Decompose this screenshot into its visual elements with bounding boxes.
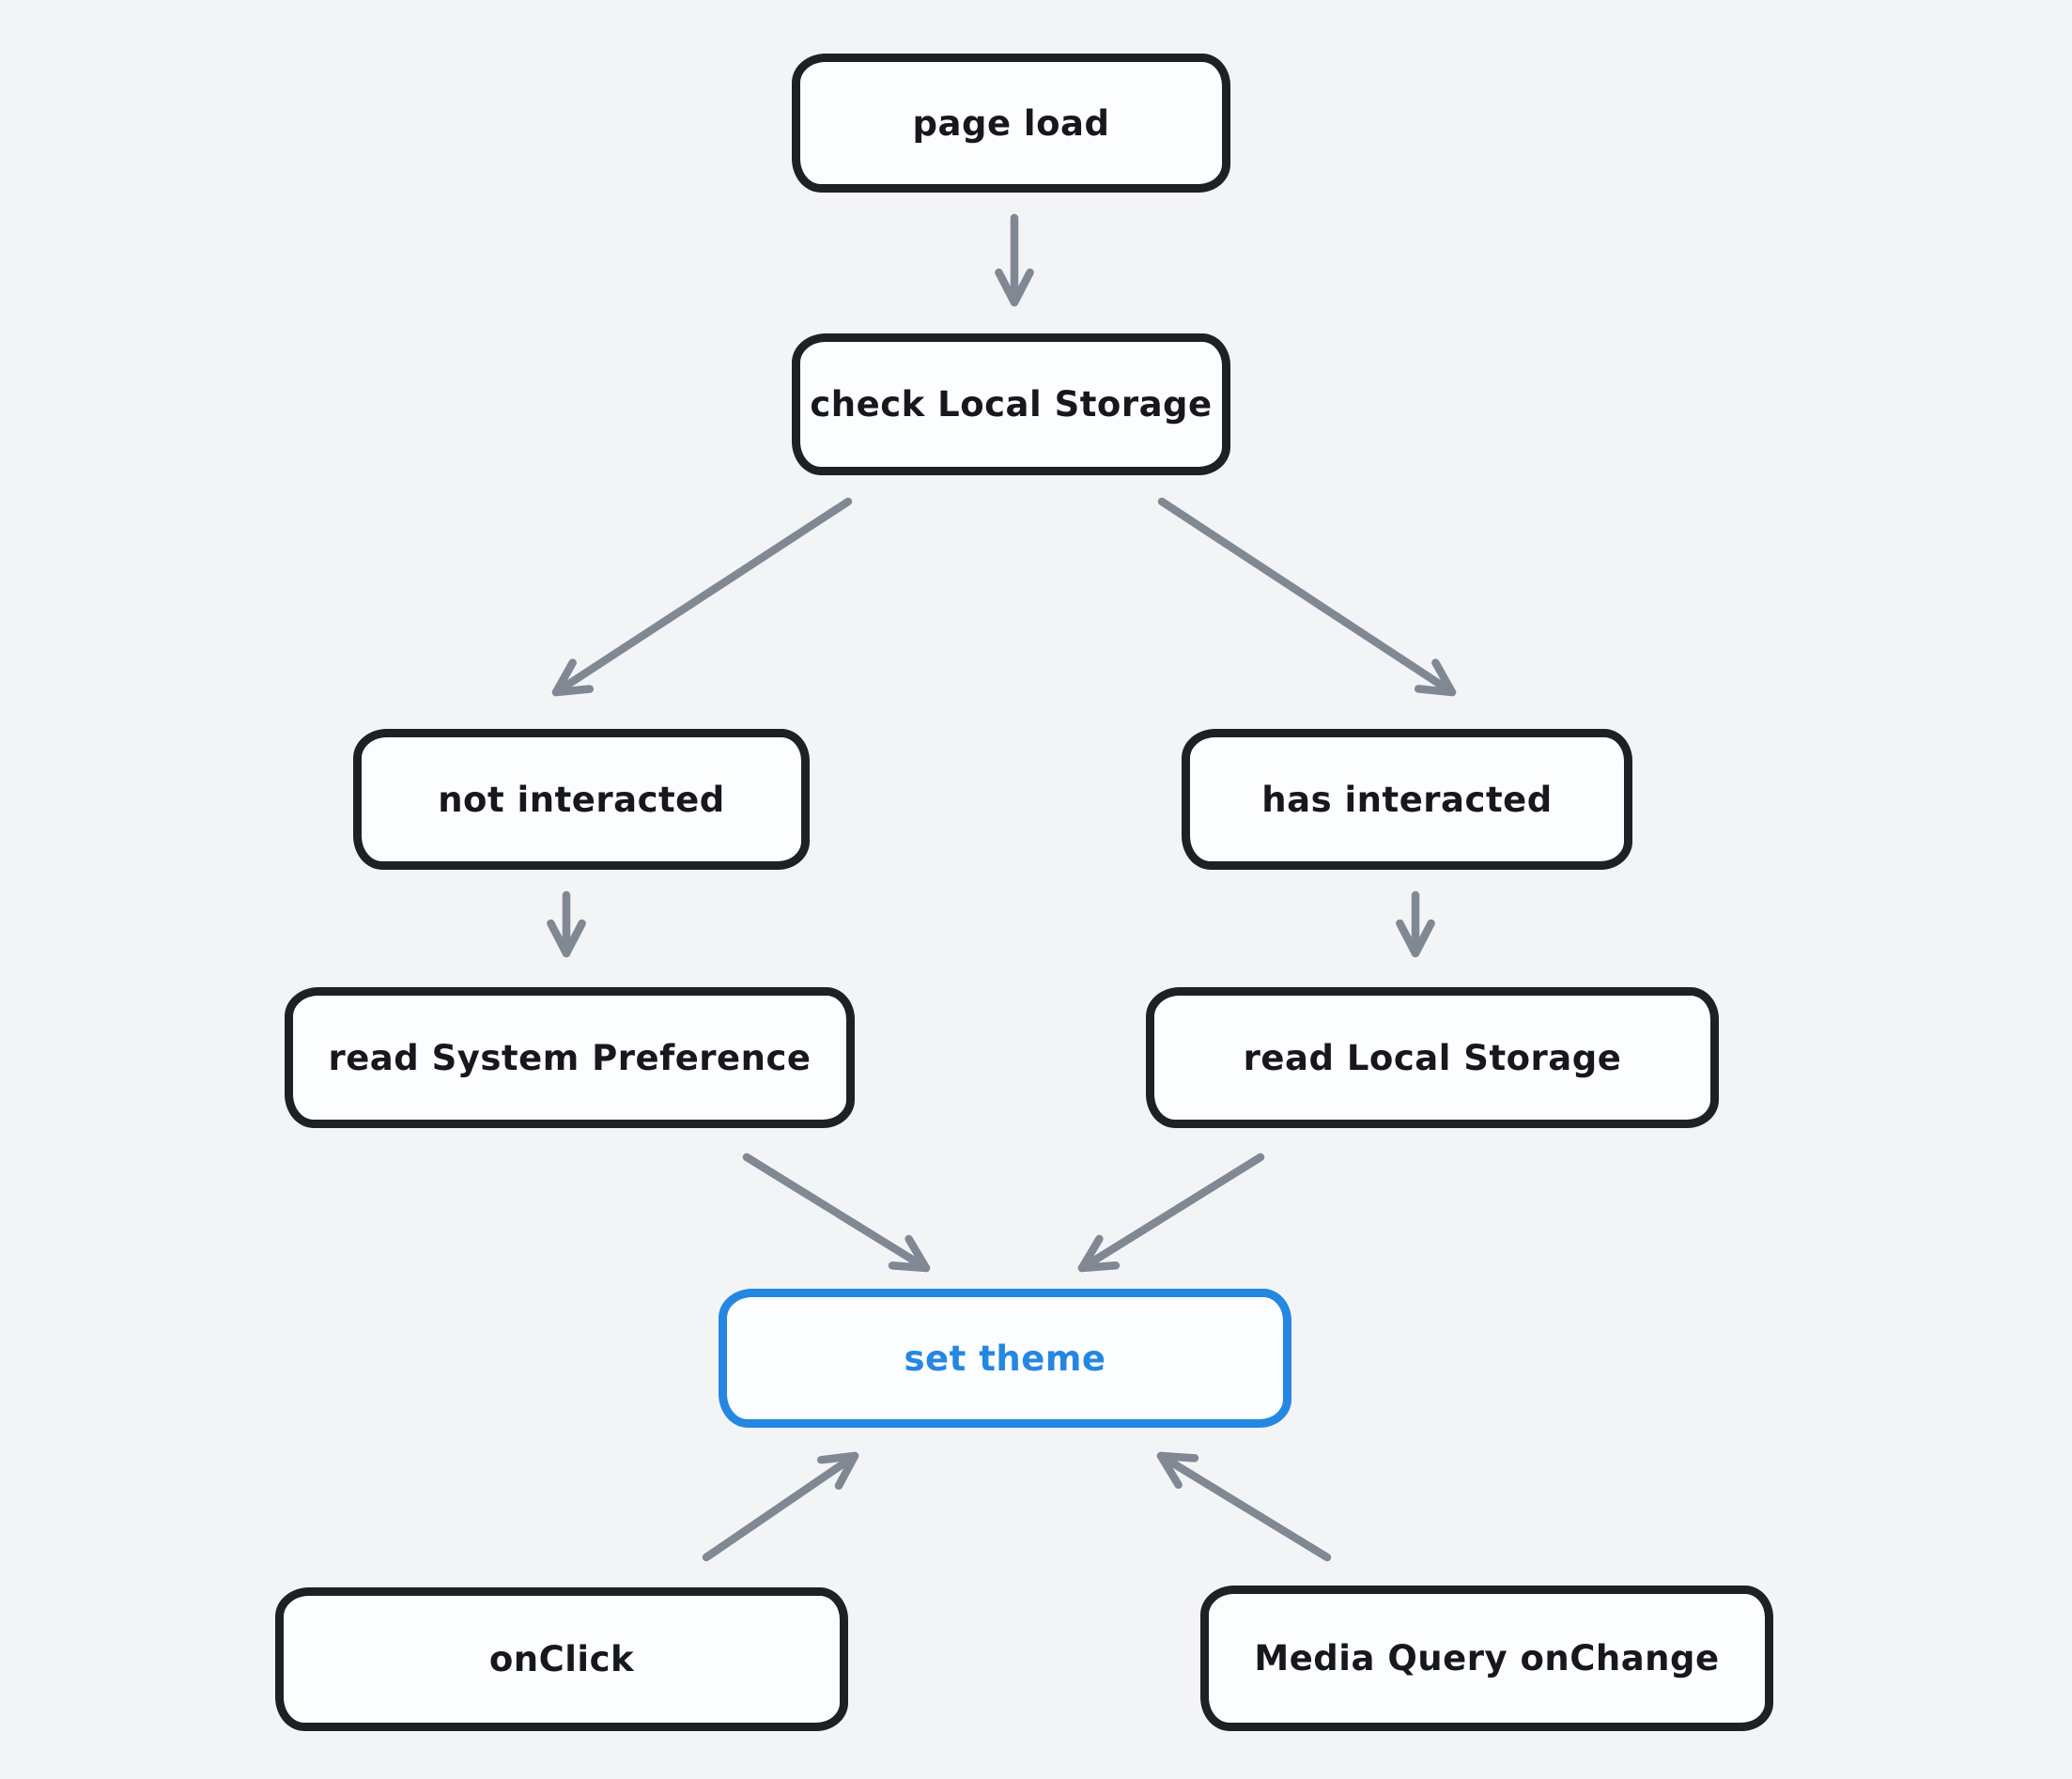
- edge-page-load-to-check-local-storage: [995, 213, 1034, 307]
- arrowhead-icon: [1396, 919, 1435, 958]
- edge-read-system-preference-to-set-theme: [742, 1152, 931, 1273]
- node-has-interacted: has interacted: [1182, 729, 1632, 870]
- edge-has-interacted-to-read-local-storage: [1396, 890, 1435, 958]
- arrowhead-icon: [888, 1234, 931, 1273]
- arrowhead-icon: [547, 919, 586, 958]
- node-media-query-onchange: Media Query onChange: [1200, 1586, 1773, 1731]
- edge-onclick-to-set-theme: [702, 1451, 859, 1562]
- edge-not-interacted-to-read-system-preference: [547, 890, 586, 958]
- node-page-load: page load: [792, 54, 1230, 193]
- node-read-system-preference: read System Preference: [285, 987, 855, 1128]
- arrowhead-icon: [817, 1451, 859, 1490]
- node-onclick: onClick: [275, 1587, 848, 1731]
- arrowhead-icon: [551, 658, 595, 697]
- arrowhead-icon: [1077, 1234, 1121, 1273]
- edge-read-local-storage-to-set-theme: [1077, 1152, 1265, 1273]
- edge-media-query-onchange-to-set-theme: [1156, 1451, 1332, 1562]
- edge-check-local-storage-to-not-interacted: [551, 497, 853, 697]
- edge-check-local-storage-to-has-interacted: [1157, 497, 1457, 697]
- node-not-interacted: not interacted: [353, 729, 810, 870]
- arrowhead-icon: [1156, 1451, 1199, 1490]
- node-check-local-storage: check Local Storage: [792, 333, 1230, 475]
- node-set-theme: set theme: [719, 1289, 1291, 1428]
- arrowhead-icon: [995, 268, 1034, 307]
- node-read-local-storage: read Local Storage: [1146, 987, 1719, 1128]
- arrowhead-icon: [1414, 658, 1457, 697]
